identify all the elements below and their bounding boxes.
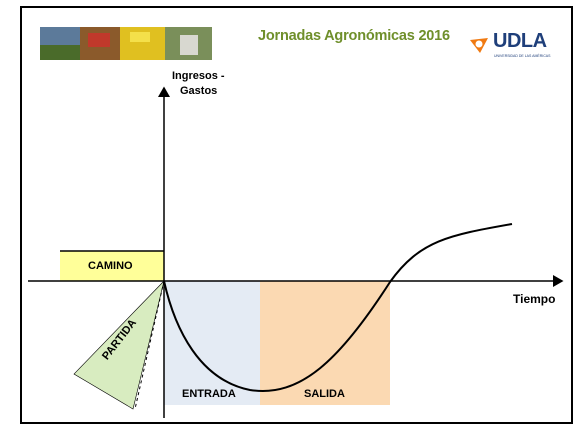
y-axis-label-line2: Gastos: [180, 85, 218, 97]
udla-logo-icon: [470, 38, 488, 53]
logo-subtitle: UNIVERSIDAD DE LAS AMÉRICAS: [494, 54, 551, 58]
salida-label: SALIDA: [304, 388, 345, 400]
event-title: Jornadas Agronómicas 2016: [258, 28, 450, 44]
camino-label: CAMINO: [88, 260, 133, 272]
cash-flow-curve: [163, 223, 513, 392]
entrada-region: [164, 281, 260, 405]
partida-triangle: [73, 279, 165, 410]
salida-region: [260, 281, 390, 405]
y-axis-label-line1: Ingresos -: [172, 70, 225, 82]
camino-region: [60, 251, 164, 281]
partida-dashed-line: [134, 280, 165, 410]
logo-text: UDLA: [493, 30, 547, 52]
photo-strip: [40, 27, 212, 60]
x-axis-label: Tiempo: [513, 292, 556, 306]
entrada-label: ENTRADA: [182, 388, 236, 400]
